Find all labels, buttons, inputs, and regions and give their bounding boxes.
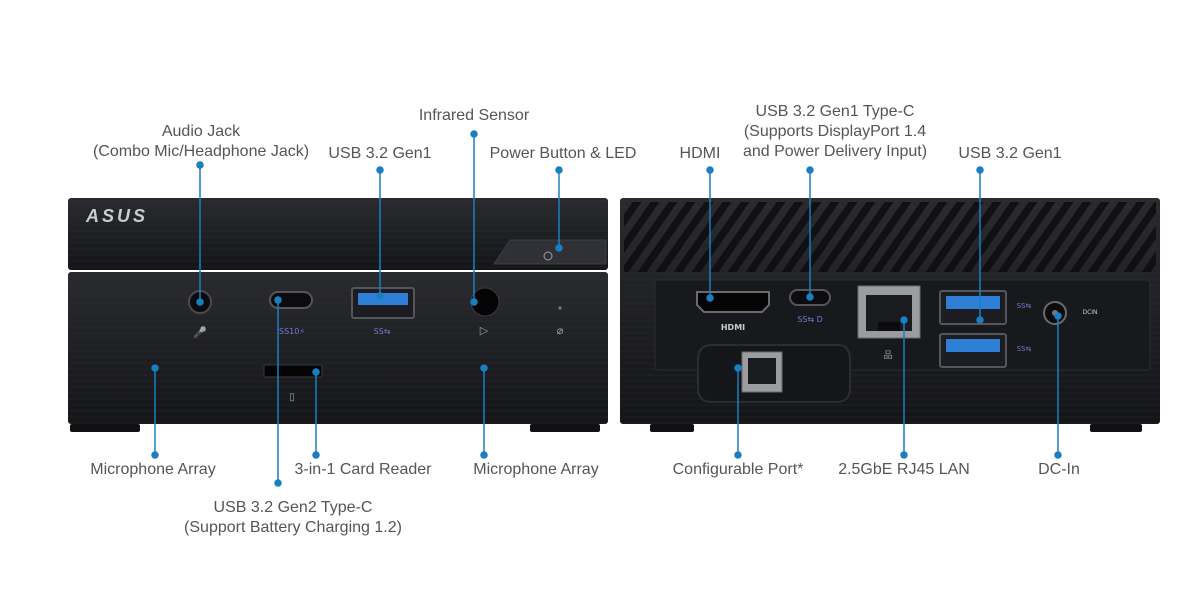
usbc-front-port — [269, 291, 313, 309]
svg-text:▯: ▯ — [289, 392, 295, 403]
label-infrared-sensor: Infrared Sensor — [418, 107, 530, 124]
svg-text:SS⇆: SS⇆ — [1017, 345, 1032, 353]
drive-icon: ⌀ — [557, 324, 564, 337]
svg-text:SS⇆ D: SS⇆ D — [797, 315, 823, 324]
label-mic-right: Microphone Array — [473, 461, 599, 478]
label-audio-jack-line2: (Combo Mic/Headphone Jack) — [92, 143, 310, 160]
label-lan: 2.5GbE RJ45 LAN — [838, 461, 970, 478]
label-usb-back: USB 3.2 Gen1 — [958, 145, 1062, 162]
label-usbc-front-line2: (Support Battery Charging 1.2) — [184, 519, 402, 536]
asus-logo: ASUS — [86, 206, 149, 226]
power-icon — [543, 251, 553, 261]
svg-text:SS⇆: SS⇆ — [1017, 302, 1032, 310]
svg-text:SS10⚡: SS10⚡ — [279, 327, 305, 336]
label-hdmi: HDMI — [679, 145, 721, 162]
label-usb-front: USB 3.2 Gen1 — [328, 145, 432, 162]
label-configurable-port: Configurable Port* — [672, 461, 804, 478]
ir-icon: ▷ — [480, 324, 489, 337]
front-device: 🎤 SS10⚡ SS⇆ ▷ ⌀ ▯ — [68, 198, 608, 432]
svg-text:SS⇆: SS⇆ — [374, 327, 391, 336]
headset-icon: 🎤 — [193, 325, 207, 339]
svg-text:品: 品 — [883, 350, 892, 361]
label-dc-in: DC-In — [1038, 461, 1080, 478]
label-usbc-front-line1: USB 3.2 Gen2 Type-C — [213, 499, 373, 516]
label-usbc-back: USB 3.2 Gen1 Type-C (Supports DisplayPor… — [726, 102, 944, 162]
label-mic-left: Microphone Array — [90, 461, 216, 478]
label-power-button: Power Button & LED — [489, 145, 637, 162]
back-device: HDMI SS⇆ D 品 SS⇆ SS⇆ DCIN — [620, 198, 1160, 432]
callout-lines — [151, 130, 1062, 487]
hdmi-port-text: HDMI — [721, 323, 745, 332]
hdmi-port — [696, 291, 770, 313]
label-usbc-back-line2: (Supports DisplayPort 1.4 — [743, 123, 927, 140]
label-usbc-front: USB 3.2 Gen2 Type-C (Support Battery Cha… — [168, 498, 418, 538]
label-usbc-back-line3: and Power Delivery Input) — [742, 143, 928, 160]
label-usbc-back-line1: USB 3.2 Gen1 Type-C — [755, 103, 915, 120]
label-audio-jack: Audio Jack (Combo Mic/Headphone Jack) — [66, 122, 336, 162]
label-card-reader: 3-in-1 Card Reader — [294, 461, 432, 478]
label-audio-jack-line1: Audio Jack — [161, 123, 241, 140]
vent-grille — [624, 202, 1156, 272]
dcin-port-text: DCIN — [1082, 309, 1097, 316]
